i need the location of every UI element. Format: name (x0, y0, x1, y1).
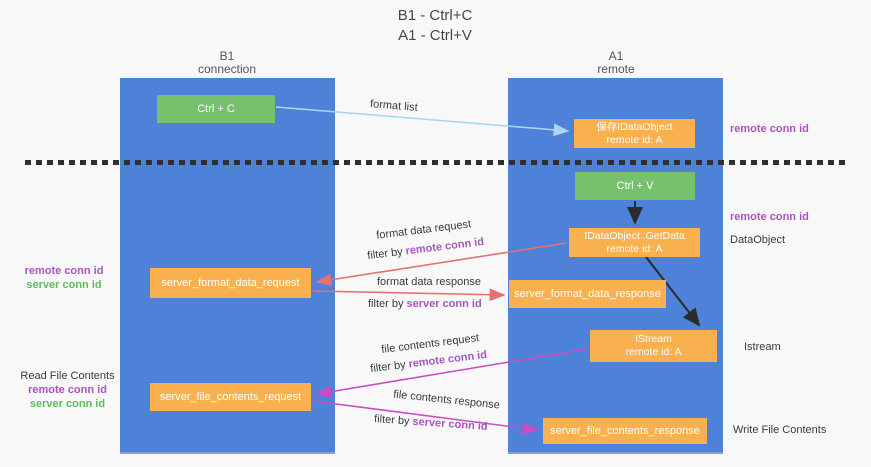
label-remote-conn-id-left-1: remote conn id (24, 265, 104, 277)
box-ctrl-v: Ctrl + V (575, 172, 695, 200)
label-remote-conn-id-right-mid: remote conn id (730, 211, 809, 223)
column-b1-name: B1 (219, 49, 235, 63)
label-file-contents-response: file contents response (392, 388, 501, 412)
box-server-file-contents-request: server_file_contents_request (150, 383, 311, 411)
filter-by-text: filter by (369, 358, 407, 376)
column-a1-role: remote (597, 62, 635, 76)
box-istream-line2: remote id: A (625, 346, 682, 358)
server-conn-id-text: server conn id (406, 298, 482, 310)
box-save-idataobject: 保存IDataObject remote id: A (574, 119, 695, 148)
remote-conn-id-text: remote conn id (407, 348, 488, 371)
filter-by-text: filter by (373, 413, 410, 428)
box-ctrl-v-label: Ctrl + V (616, 179, 654, 192)
arrow-format-data-response (312, 288, 506, 302)
label-istream: Istream (744, 341, 781, 353)
box-server-file-contents-response-label: server_file_contents_response (550, 424, 700, 437)
label-format-data-response: format data response (377, 276, 481, 288)
box-server-format-data-request-label: server_format_data_request (161, 276, 300, 289)
box-istream-line1: IStream (635, 333, 672, 345)
filter-by-text: filter by (366, 245, 404, 263)
label-remote-conn-id-right-top: remote conn id (730, 123, 809, 135)
box-getdata-line2: remote id: A (606, 242, 663, 255)
label-dataobject: DataObject (730, 234, 786, 246)
label-remote-conn-id-left-2: remote conn id (28, 384, 107, 396)
label-server-conn-id-left-1: server conn id (26, 279, 102, 291)
title-line-2: A1 - Ctrl+V (398, 27, 472, 44)
server-conn-id-text: server conn id (412, 415, 488, 433)
box-server-file-contents-request-label: server_file_contents_request (159, 390, 302, 403)
column-header-a1: A1 remote (546, 50, 686, 76)
left-conn-id-block-2: Read File Contents remote conn id server… (15, 369, 120, 411)
box-server-format-data-response-label: server_format_data_response (514, 287, 661, 300)
diagram-title: B1 - Ctrl+C A1 - Ctrl+V (310, 6, 560, 46)
left-conn-id-block-1: remote conn id server conn id (18, 264, 110, 292)
title-line-1: B1 - Ctrl+C (397, 7, 473, 24)
label-format-list: format list (369, 98, 419, 114)
box-server-format-data-response: server_format_data_response (509, 280, 666, 308)
filter-by-text: filter by (368, 298, 404, 310)
box-save-idataobject-line2: remote id: A (606, 133, 663, 146)
box-ctrl-c: Ctrl + C (157, 95, 275, 123)
box-getdata-line1: IDataObject::GetData (584, 229, 685, 242)
label-server-conn-id-left-2: server conn id (29, 398, 106, 410)
box-istream: IStream remote id: A (590, 330, 717, 362)
label-read-file-contents: Read File Contents (20, 370, 115, 382)
column-header-b1: B1 connection (157, 50, 297, 76)
label-write-file-contents: Write File Contents (733, 424, 827, 436)
phase-separator-dashed-line (25, 160, 846, 165)
box-save-idataobject-line1: 保存IDataObject (596, 120, 673, 133)
column-b1-role: connection (197, 62, 257, 76)
box-server-file-contents-response: server_file_contents_response (543, 418, 707, 444)
box-ctrl-c-label: Ctrl + C (197, 102, 235, 115)
remote-conn-id-text: remote conn id (404, 235, 485, 258)
box-server-format-data-request: server_format_data_request (150, 268, 311, 298)
column-a1-name: A1 (608, 49, 624, 63)
box-idataobject-getdata: IDataObject::GetData remote id: A (569, 228, 700, 257)
